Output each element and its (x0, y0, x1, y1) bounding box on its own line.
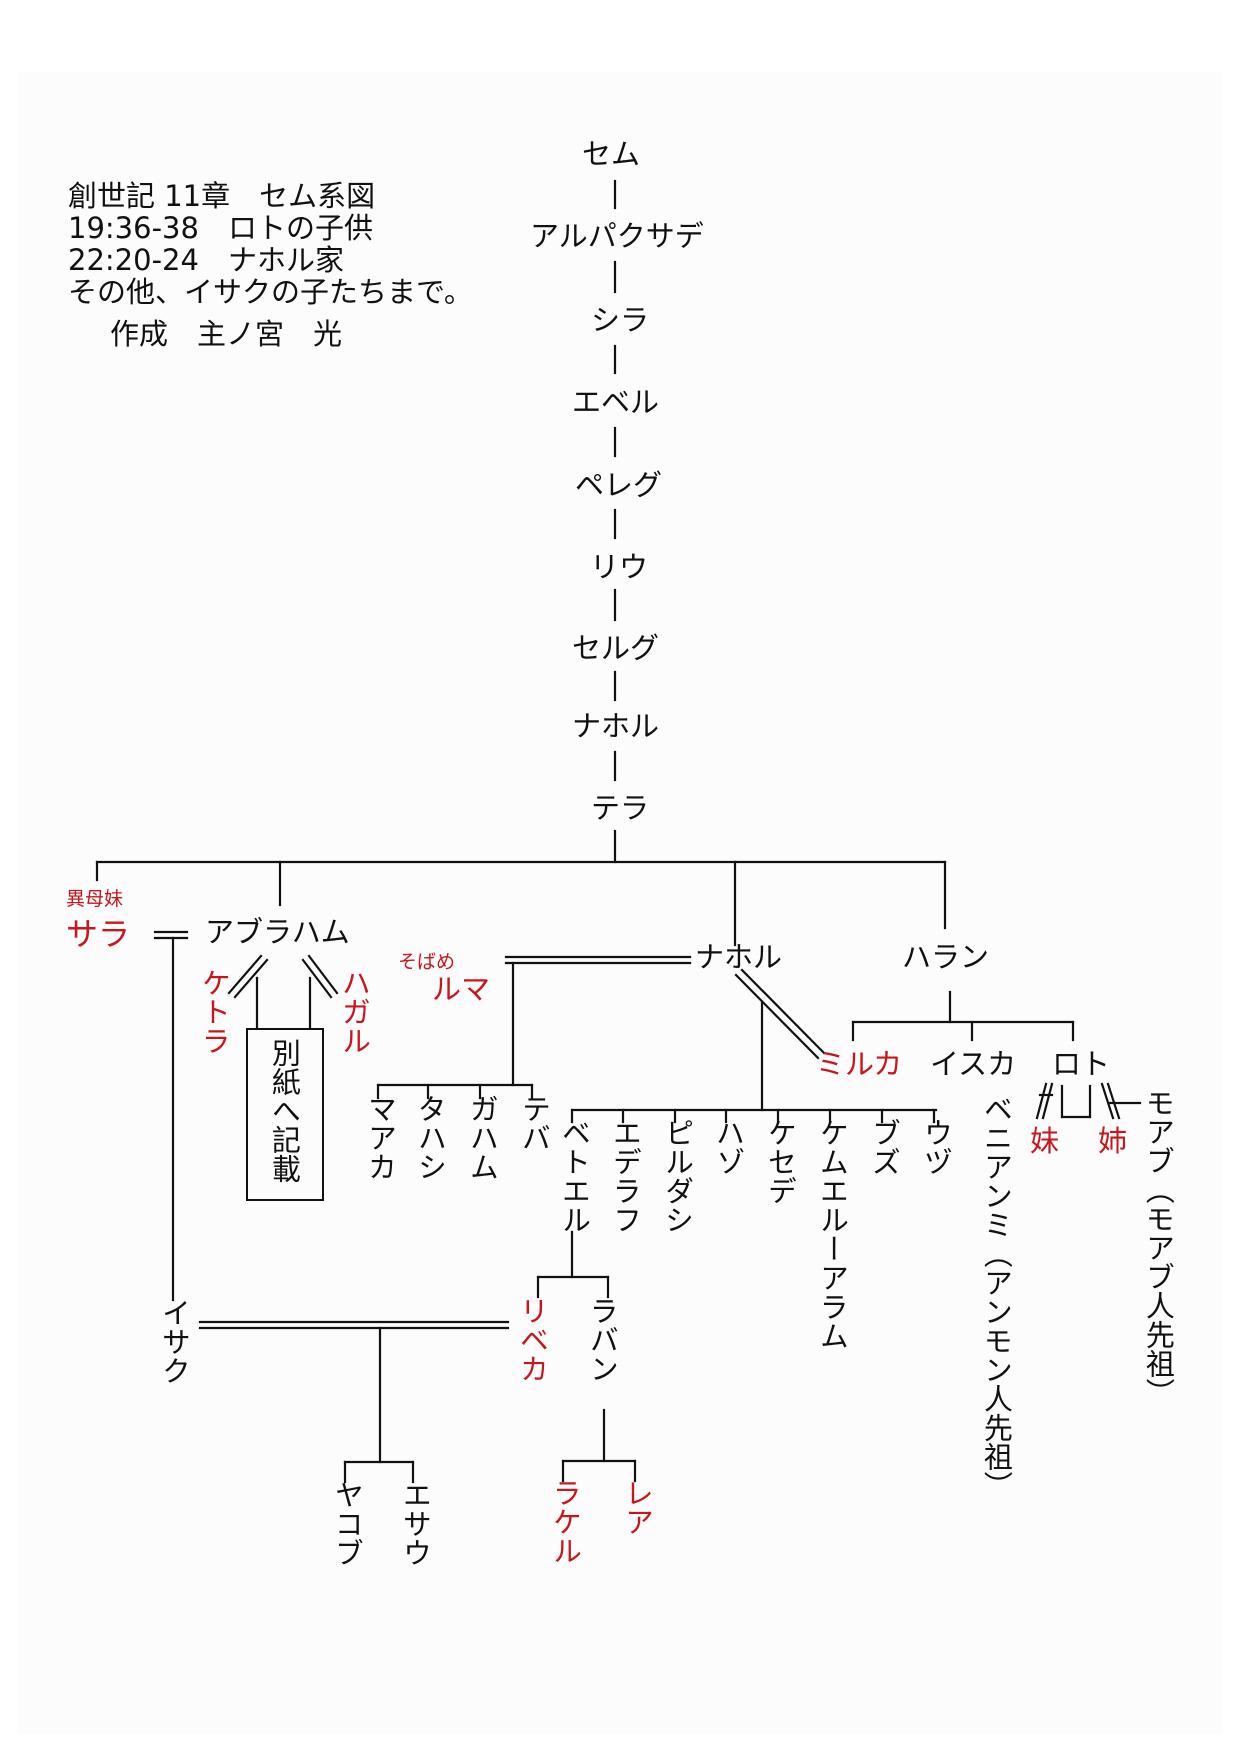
info-title: 創世記 11章 セム系図 (68, 179, 376, 213)
info-ref-lot: 19:36-38 ロトの子供 (68, 211, 373, 245)
node-keturah: ケトラ (197, 968, 232, 1055)
node-hazo: ハゾ (711, 1118, 746, 1176)
node-rachel: ラケル (548, 1478, 583, 1565)
node-jacob: ヤコブ (330, 1480, 365, 1567)
node-rebekah: リベカ (515, 1296, 550, 1383)
node-nahor-elder: ナホル (572, 709, 660, 743)
node-moab: モアブ（モアブ人先祖） (1141, 1088, 1176, 1407)
union-line (1035, 1082, 1048, 1120)
node-esau: エサウ (398, 1480, 433, 1567)
marriage-line (734, 973, 820, 1060)
node-milcah: ミルカ (816, 1047, 903, 1081)
node-sem: セム (582, 137, 641, 171)
node-eber: エベル (572, 385, 660, 419)
node-benammi: ベニアンミ（アンモン人先祖） (979, 1094, 1014, 1500)
union-line (1106, 1082, 1121, 1120)
paper-sheet (18, 72, 1222, 1734)
node-isaac: イサク (157, 1298, 192, 1385)
node-jidlaph: エデラフ (608, 1118, 643, 1234)
node-reu: リウ (590, 550, 649, 584)
info-author: 作成 主ノ宮 光 (110, 317, 343, 351)
marriage-line (307, 954, 339, 995)
node-leah: レア (620, 1478, 655, 1536)
info-block: 創世記 11章 セム系図 19:36-38 ロトの子供 22:20-24 ナホル… (68, 180, 473, 350)
node-nahor: ナホル (695, 940, 783, 974)
node-haran: ハラン (902, 940, 990, 974)
node-pildash: ピルダシ (660, 1118, 695, 1234)
node-chesed: ケセデ (763, 1118, 798, 1205)
node-buz: ブズ (867, 1118, 902, 1176)
node-tahash: タハシ (413, 1094, 448, 1181)
marriage-line (301, 958, 333, 999)
marriage-line (227, 954, 263, 995)
info-note: その他、イサクの子たちまで。 (68, 275, 473, 309)
node-bethuel: ベトエル (557, 1118, 592, 1234)
marriage-line (740, 968, 826, 1055)
node-peleg: ペレグ (575, 468, 663, 502)
node-gaham: ガハム (465, 1094, 500, 1181)
node-abraham: アブラハム (205, 915, 350, 949)
marriage-line (233, 958, 269, 999)
separate-sheet-note: 別紙へ記載 (246, 1028, 324, 1201)
node-lot: ロト (1052, 1047, 1111, 1081)
node-elder-daughter: 姉 (1098, 1124, 1128, 1158)
node-kemuel: ケムエルーアラム (815, 1118, 850, 1350)
node-tebah: テバ (517, 1094, 552, 1152)
label-half-sister: 異母妹 (66, 888, 124, 910)
node-sarah: サラ (66, 915, 131, 953)
node-younger-daughter: 妹 (1030, 1124, 1060, 1158)
node-serug: セルグ (572, 631, 660, 665)
node-shelah: シラ (591, 303, 650, 337)
separate-sheet-text: 別紙へ記載 (267, 1038, 302, 1183)
union-line (1041, 1082, 1054, 1120)
info-ref-nahor: 22:20-24 ナホル家 (68, 243, 344, 277)
node-maacah: マアカ (363, 1094, 398, 1181)
node-hagar: ハガル (337, 968, 372, 1055)
node-iscah: イスカ (930, 1047, 1017, 1081)
node-laban: ラバン (585, 1296, 620, 1383)
node-reumah: ルマ (432, 972, 491, 1006)
node-arpachshad: アルパクサデ (530, 219, 704, 253)
node-uz: ウヅ (919, 1118, 954, 1176)
union-line (1100, 1082, 1115, 1120)
label-concubine: そばめ (398, 951, 456, 973)
node-terah: テラ (591, 791, 650, 825)
